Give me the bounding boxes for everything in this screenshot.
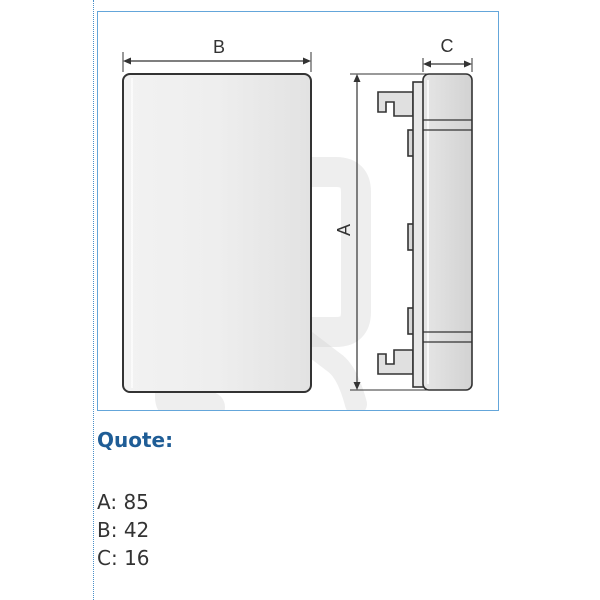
dimension-a-value: 85 bbox=[123, 490, 149, 514]
dimension-c-value: 16 bbox=[124, 546, 150, 570]
dimension-a-key: A: bbox=[97, 490, 118, 514]
front-view bbox=[122, 73, 312, 393]
dimension-c-label: C bbox=[441, 36, 454, 56]
dimension-b-label: B bbox=[213, 37, 225, 57]
dimension-c-key: C: bbox=[97, 546, 118, 570]
dimension-list: A: 85 B: 42 C: 16 bbox=[97, 488, 150, 572]
dimension-a-label: A bbox=[334, 224, 354, 236]
technical-drawing-frame: B A C bbox=[97, 11, 499, 411]
dimension-a-row: A: 85 bbox=[97, 488, 150, 516]
dimension-b bbox=[122, 52, 312, 72]
dimension-b-key: B: bbox=[97, 518, 118, 542]
dimension-a bbox=[350, 73, 428, 391]
dotted-divider bbox=[93, 0, 94, 600]
technical-drawing: B A C bbox=[122, 36, 473, 410]
dimension-c-row: C: 16 bbox=[97, 544, 150, 572]
dimension-b-value: 42 bbox=[123, 518, 150, 542]
quote-heading: Quote: bbox=[97, 428, 174, 452]
dimension-b-row: B: 42 bbox=[97, 516, 150, 544]
side-view bbox=[377, 73, 473, 391]
dimension-c bbox=[422, 58, 473, 72]
